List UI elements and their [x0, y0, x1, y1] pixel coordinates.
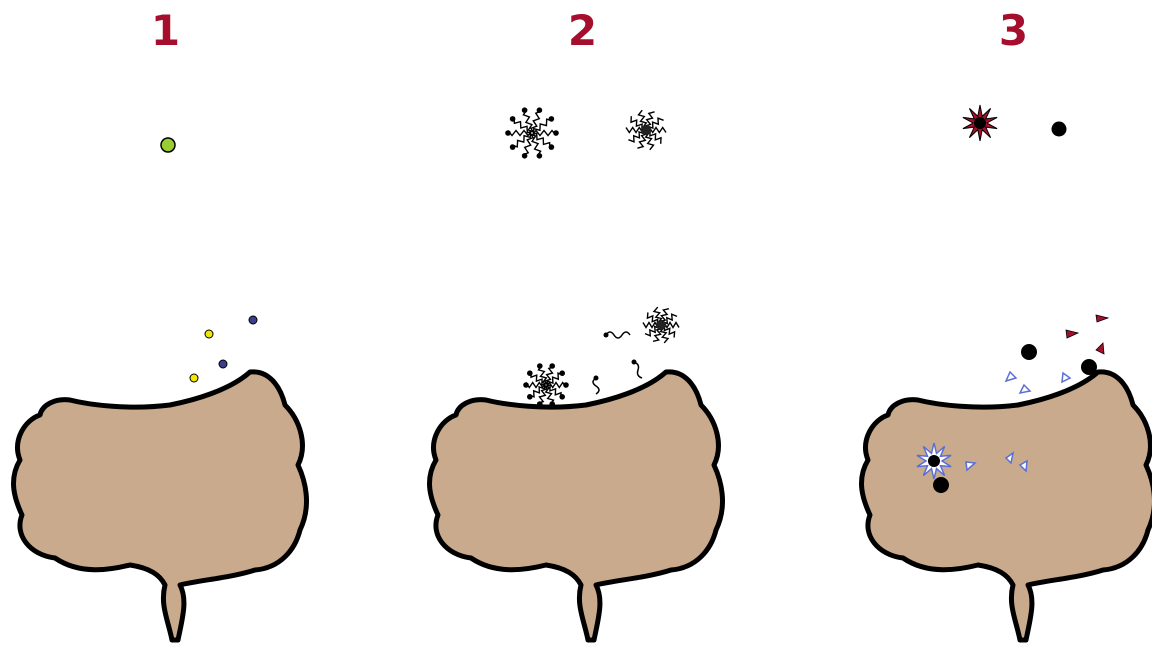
purple-particle-icon: [219, 360, 227, 368]
black-particle-icon: [1021, 344, 1037, 360]
intestines-shape: [430, 372, 723, 640]
red-fragment-icon: [1096, 343, 1104, 354]
green-particle-icon: [161, 138, 175, 152]
digestive-tract-diagram-1: [0, 0, 384, 646]
digestive-tract-diagram-3: [848, 0, 1152, 646]
intestines-shape: [862, 372, 1152, 640]
intestines-shape: [14, 372, 307, 640]
black-particle-icon: [1052, 122, 1067, 137]
red-fragment-icon: [1066, 330, 1078, 338]
red-fragment-icon: [1096, 315, 1108, 322]
blue-fragment-icon: [1006, 372, 1016, 381]
yellow-particle-icon: [190, 374, 198, 382]
loaded-micelle-icon: [626, 110, 666, 150]
micelle-icon: [523, 363, 569, 407]
digestive-tract-diagram-2: [416, 0, 800, 646]
black-particle-icon: [1081, 359, 1097, 375]
polymer-chain-icon: [606, 332, 630, 338]
panel-2: 2: [416, 0, 800, 646]
panel-1: 1: [0, 0, 384, 646]
blue-fragment-icon: [1062, 373, 1070, 382]
black-particle-icon: [933, 477, 949, 493]
yellow-particle-icon: [205, 330, 213, 338]
panel-3: 3: [848, 0, 1152, 646]
purple-particle-icon: [249, 316, 257, 324]
blue-fragment-icon: [1020, 385, 1030, 393]
polymer-chain-icon: [634, 362, 642, 378]
loaded-micelle-icon: [643, 307, 679, 343]
micelle-icon: [505, 107, 559, 158]
